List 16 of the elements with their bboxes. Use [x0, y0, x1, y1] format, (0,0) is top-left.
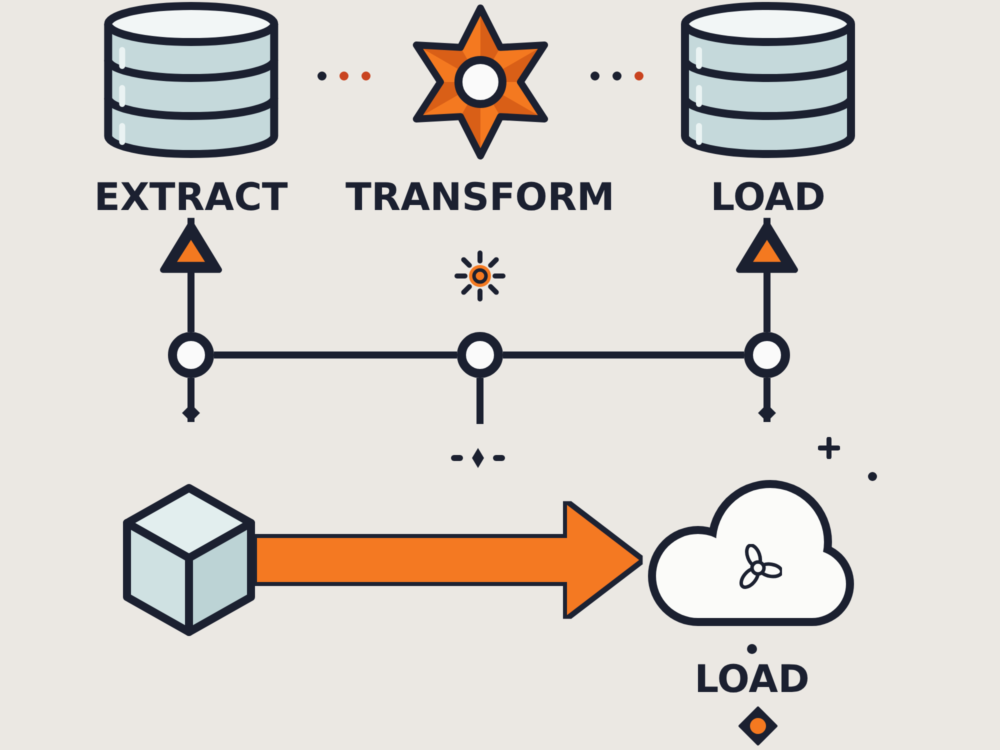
junction-circle	[168, 332, 214, 378]
junction-circle	[457, 332, 503, 378]
junction-circle	[744, 332, 790, 378]
connector-line	[214, 352, 457, 358]
connector-line	[476, 378, 484, 424]
cube-icon	[121, 482, 257, 638]
connector-line	[182, 378, 200, 422]
block-arrow	[257, 505, 639, 615]
stage-label: EXTRACT	[94, 178, 288, 218]
arrow	[736, 218, 798, 332]
connector-line	[758, 378, 776, 422]
stage-label: TRANSFORM	[345, 178, 615, 218]
arrow	[160, 218, 222, 332]
stage-label: LOAD	[710, 178, 826, 218]
stage-label: LOAD	[694, 660, 810, 700]
connector-line	[503, 352, 744, 358]
